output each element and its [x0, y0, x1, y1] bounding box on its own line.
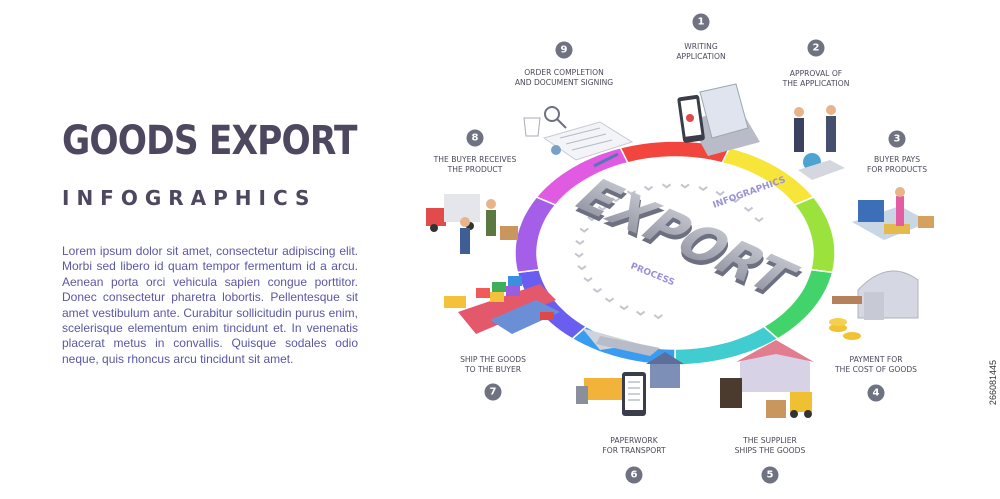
ring-segment-8	[514, 196, 557, 274]
laurel-leaf	[592, 288, 602, 294]
laurel-leaf	[577, 265, 587, 271]
coffee-document-signing-icon	[523, 106, 634, 168]
cargo-ship-icon	[444, 276, 560, 334]
delivery-truck-people-icon	[426, 194, 518, 254]
warehouse-forklift-icon	[720, 340, 814, 418]
coins-hangar-icon	[829, 270, 919, 340]
tablet-laptop-icon	[677, 83, 760, 156]
handshake-globe-icon	[794, 105, 845, 180]
laurel-leaf	[587, 216, 597, 222]
step-8-number-badge: 8	[466, 129, 484, 147]
laurel-leaf	[597, 205, 608, 211]
laurel-leaf	[579, 227, 589, 233]
stock-id: 266081445	[988, 360, 998, 406]
laurel-leaf	[680, 183, 690, 189]
payment-terminal-icon	[852, 187, 934, 240]
description-text: Lorem ipsum dolor sit amet, consectetur …	[62, 244, 358, 366]
laurel-leaf	[583, 277, 593, 283]
step-9-number-badge: 9	[555, 41, 573, 59]
ring-inner-disc	[565, 173, 785, 333]
laurel-wreath	[574, 183, 764, 320]
step-5-number-badge: 5	[761, 466, 779, 484]
step-3-number-badge: 3	[888, 130, 906, 148]
laurel-leaf	[574, 252, 584, 258]
page-subtitle: INFOGRAPHICS	[62, 186, 317, 210]
laurel-leaf	[643, 185, 654, 191]
laurel-leaf	[743, 206, 754, 212]
laurel-leaf	[636, 310, 646, 316]
truck-plane-document-icon	[576, 328, 684, 416]
page-title: GOODS EXPORT	[62, 118, 357, 164]
laurel-leaf	[715, 190, 725, 196]
laurel-leaf	[754, 217, 764, 223]
laurel-leaf	[575, 240, 585, 246]
laurel-leaf	[662, 183, 672, 189]
laurel-leaf	[619, 305, 629, 311]
laurel-leaf	[653, 314, 663, 320]
step-4-number-badge: 4	[867, 384, 885, 402]
step-1-number-badge: 1	[692, 13, 710, 31]
step-6-number-badge: 6	[625, 466, 643, 484]
laurel-leaf	[626, 190, 636, 196]
laurel-leaf	[730, 197, 740, 203]
step-2-number-badge: 2	[807, 39, 825, 57]
step-7-number-badge: 7	[484, 383, 502, 401]
laurel-leaf	[604, 297, 615, 303]
laurel-leaf	[611, 197, 621, 203]
laurel-leaf	[698, 186, 708, 192]
